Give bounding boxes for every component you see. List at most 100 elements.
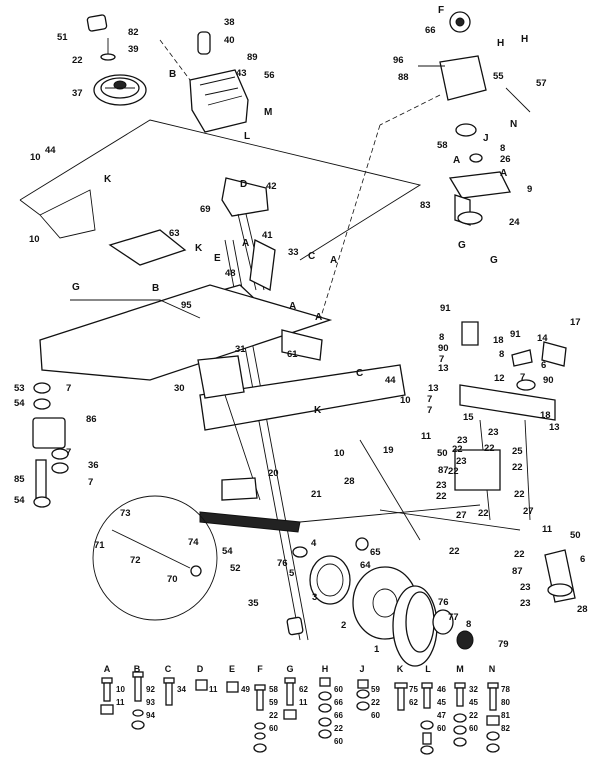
legend-part-number: 22 (334, 724, 343, 733)
legend-bolt-f (253, 684, 267, 753)
legend-part-number: 93 (146, 698, 155, 707)
part-number-callout: 22 (514, 489, 525, 500)
part-number-callout: 30 (174, 383, 185, 394)
part-number-callout: 53 (14, 383, 25, 394)
part-number-callout: 10 (334, 448, 345, 459)
legend-part-number: 34 (177, 685, 186, 694)
legend-letter: M (456, 664, 464, 674)
reference-letter: G (458, 240, 466, 251)
reference-letter: B (152, 283, 159, 294)
part-number-callout: 13 (428, 383, 439, 394)
part-number-callout: 36 (88, 460, 99, 471)
part-number-callout: 85 (14, 474, 25, 485)
legend-letter: A (104, 664, 111, 674)
part-number-callout: 43 (236, 68, 247, 79)
reference-letter: A (500, 168, 507, 179)
part-number-callout: 17 (570, 317, 581, 328)
legend-stack-j (356, 679, 370, 711)
reference-letter: L (244, 131, 250, 142)
reference-letter: N (510, 119, 517, 130)
part-number-callout: 66 (425, 25, 436, 36)
part-number-callout: 90 (438, 343, 449, 354)
part-number-callout: 35 (248, 598, 259, 609)
part-number-callout: 22 (514, 549, 525, 560)
part-number-callout: 22 (484, 443, 495, 454)
part-number-callout: 41 (262, 230, 273, 241)
legend-part-number: 94 (146, 711, 155, 720)
part-number-callout: 18 (493, 335, 504, 346)
part-number-callout: 54 (222, 546, 233, 557)
part-number-callout: 57 (536, 78, 547, 89)
reference-letter: A (453, 155, 460, 166)
part-number-callout: 61 (287, 349, 298, 360)
part-number-callout: 10 (30, 152, 41, 163)
part-number-callout: 19 (383, 445, 394, 456)
legend-part-number: 10 (116, 685, 125, 694)
legend-letter: N (489, 664, 496, 674)
reference-letter: F (438, 5, 444, 16)
part-number-callout: 40 (224, 35, 235, 46)
legend-part-number: 45 (437, 698, 446, 707)
tie-rod-assembly (199, 439, 521, 541)
reference-letter: A (330, 255, 337, 266)
part-number-callout: 22 (452, 444, 463, 455)
legend-bolt-n (486, 682, 500, 753)
legend-part-number: 11 (299, 698, 308, 707)
part-number-callout: 22 (436, 491, 447, 502)
reference-letter: H (521, 34, 528, 45)
steering-gear-assembly (319, 11, 531, 321)
legend-part-number: 75 (409, 685, 418, 694)
part-number-callout: 52 (230, 563, 241, 574)
legend-part-number: 59 (371, 685, 380, 694)
part-number-callout: 7 (439, 354, 444, 365)
legend-part-number: 66 (334, 711, 343, 720)
detail-circle (92, 495, 218, 621)
part-number-callout: 42 (266, 181, 277, 192)
part-number-callout: 7 (427, 394, 432, 405)
legend-bolt-c (163, 677, 175, 706)
part-number-callout: 65 (370, 547, 381, 558)
legend-bolt-g (283, 677, 297, 720)
part-number-callout: 2 (341, 620, 346, 631)
part-number-callout: 7 (66, 383, 71, 394)
part-number-callout: 18 (540, 410, 551, 421)
legend-letter: L (425, 664, 431, 674)
reference-letter: K (314, 405, 322, 416)
legend-part-number: 49 (241, 685, 250, 694)
legend-letter: H (322, 664, 329, 674)
part-number-callout: 25 (512, 446, 523, 457)
part-number-callout: 28 (344, 476, 355, 487)
part-number-callout: 54 (14, 495, 25, 506)
dash-panel (19, 119, 422, 313)
legend-part-number: 80 (501, 698, 510, 707)
legend-letter: G (286, 664, 293, 674)
part-number-callout: 11 (542, 524, 553, 535)
part-number-callout: 6 (580, 554, 585, 565)
front-axle-frame (39, 284, 406, 501)
reference-letter: A (242, 238, 249, 249)
part-number-callout: 1 (374, 644, 380, 655)
part-number-callout: 26 (500, 154, 511, 165)
legend-letter: B (134, 664, 141, 674)
legend-part-number: 60 (334, 685, 343, 694)
part-number-callout: 8 (499, 349, 504, 360)
legend-part-number: 92 (146, 685, 155, 694)
legend-part-number: 62 (299, 685, 308, 694)
part-number-callout: 70 (167, 574, 178, 585)
part-number-callout: 10 (400, 395, 411, 406)
part-number-callout: 22 (478, 508, 489, 519)
legend-letter: E (229, 664, 235, 674)
reference-letter: G (490, 255, 498, 266)
legend-part-number: 66 (334, 698, 343, 707)
legend-part-number: 47 (437, 711, 446, 720)
part-number-callout: 89 (247, 52, 258, 63)
part-number-callout: 48 (225, 268, 236, 279)
legend-part-number: 46 (437, 685, 446, 694)
reference-letter: A (289, 301, 296, 312)
part-number-callout: 23 (457, 435, 468, 446)
part-number-callout: 13 (549, 422, 560, 433)
legend-bolt-m (453, 682, 467, 747)
part-number-callout: 39 (128, 44, 139, 55)
part-number-callout: 11 (421, 431, 432, 442)
